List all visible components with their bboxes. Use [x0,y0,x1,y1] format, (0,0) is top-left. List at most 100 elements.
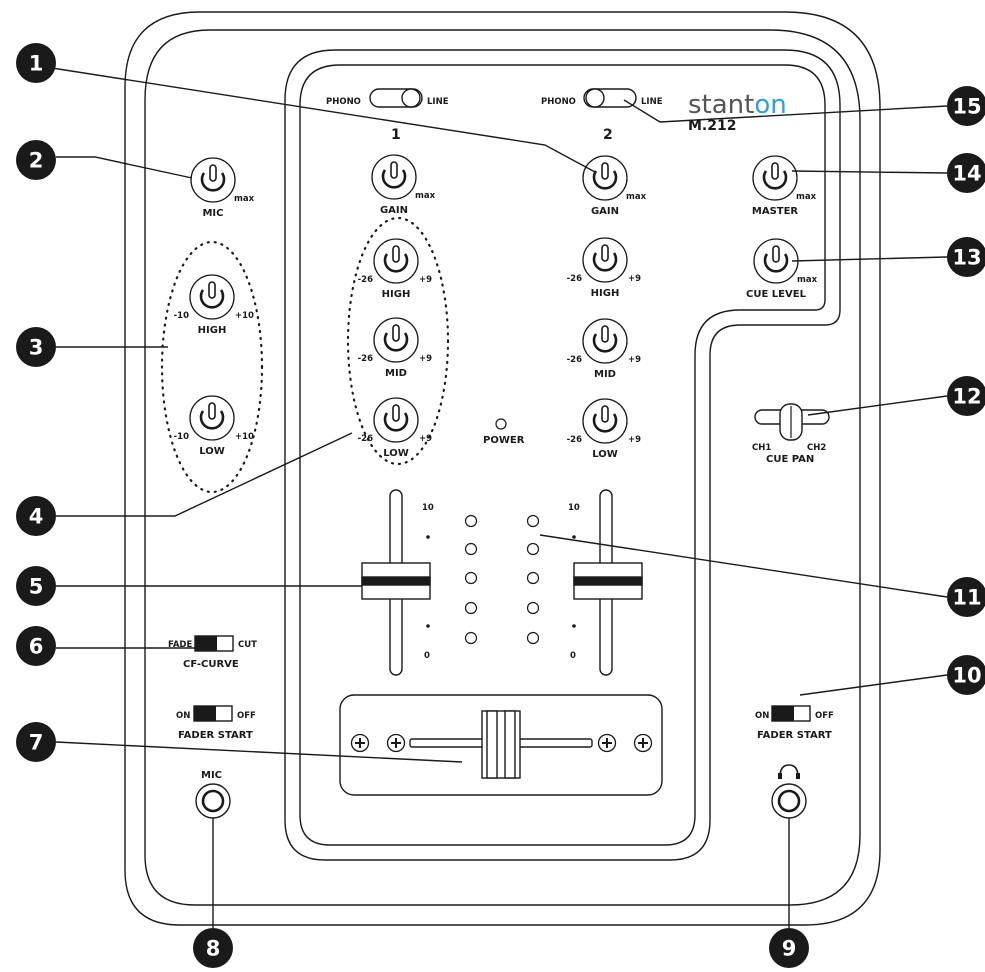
channel-2-fader[interactable] [573,489,643,676]
callout-7: 7 [16,722,463,763]
callout-badge [769,928,809,968]
crossfader-screws [350,733,653,753]
callout-number: 7 [29,731,44,755]
callout-10: 10 [799,655,985,696]
screw-icon [597,733,617,753]
svg-text:OFF: OFF [237,711,256,721]
callout-3: 3 [16,327,168,367]
channel-1-fader[interactable] [361,489,431,676]
knob-label: HIGH [198,325,227,336]
svg-text:ON: ON [176,711,190,721]
callout-8: 8 [193,818,233,968]
svg-text:0: 0 [570,651,576,661]
meter-led [464,571,478,585]
fader-scale-right: 10 0 [568,503,580,661]
svg-text:LINE: LINE [427,97,449,107]
knob-max-label: +9 [419,434,432,444]
knob-min-label: -26 [567,274,582,284]
knob-min-label: -26 [358,434,373,444]
callout-badge [947,577,985,617]
knob-min-label: -10 [174,432,189,442]
knob-min-label: -26 [567,435,582,445]
screw-icon [633,733,653,753]
callout-leader-line [539,534,948,598]
knob-mic-low[interactable]: LOW -10 +10 [174,395,254,457]
callout-number: 3 [29,336,44,360]
callout-number: 9 [782,937,797,961]
knob-label: LOW [592,449,618,460]
knob-min-label: -10 [174,311,189,321]
fader-start-switch-left[interactable]: ON OFF FADER START [176,705,256,741]
knob-ch2-high[interactable]: HIGH-26+9 [567,237,641,299]
svg-text:MIC: MIC [201,770,222,781]
cf-curve-switch[interactable]: FADE CUT CF-CURVE [168,635,257,670]
mic-jack[interactable]: MIC [195,770,231,819]
svg-text:10: 10 [422,503,434,513]
knob-label: CUE LEVEL [746,289,807,300]
svg-text:ON: ON [755,711,769,721]
callout-leader-line [791,170,948,174]
knob-ch1-high[interactable]: HIGH-26+9 [358,238,432,300]
knob-max-label: +10 [235,432,254,442]
knob-max-label: +9 [419,275,432,285]
svg-text:stanton: stanton [688,90,787,120]
callout-badge [16,496,56,536]
knob-max-label: +9 [419,354,432,364]
svg-text:CUE PAN: CUE PAN [766,454,814,465]
svg-text:CH1: CH1 [752,443,771,453]
callout-badge [947,153,985,193]
meter-led [526,631,540,645]
callout-number: 13 [952,246,981,270]
knob-ch1-low[interactable]: LOW -26 +9 [358,397,432,459]
headphone-jack[interactable] [771,764,807,819]
meter-led [464,542,478,556]
knob-label: LOW [199,446,225,457]
svg-text:FADER START: FADER START [178,730,253,741]
callout-badge [16,626,56,666]
callout-badge [947,237,985,277]
svg-text:POWER: POWER [483,435,525,446]
svg-text:PHONO: PHONO [326,97,361,107]
meter-led [464,631,478,645]
knob-max-label: max [415,191,436,201]
meter-led [526,514,540,528]
knob-mic-high[interactable]: HIGH-10+10 [174,274,254,336]
callout-number: 2 [29,149,44,173]
callout-badge [16,140,56,180]
cue-pan-slider[interactable]: CH1 CH2 CUE PAN [752,403,830,465]
callout-9: 9 [769,818,809,968]
phono-line-switch-1[interactable]: PHONO LINE [326,88,449,108]
svg-text:CH2: CH2 [807,443,826,453]
knob-label: HIGH [591,288,620,299]
callout-12: 12 [807,376,985,416]
knob-ch2-low[interactable]: LOW-26+9 [567,398,641,460]
knob-layer: MICmaxHIGH-10+10LOW-10+10GAINmaxHIGH-26+… [174,154,818,460]
callout-2: 2 [16,140,193,180]
knob-ch2-mid[interactable]: MID-26+9 [567,318,641,380]
knob-min-label: -26 [358,275,373,285]
callout-number: 4 [29,505,44,529]
crossfader[interactable] [409,710,593,779]
svg-text:FADER START: FADER START [757,730,832,741]
svg-text:PHONO: PHONO [541,97,576,107]
knob-ch1-mid[interactable]: MID-26+9 [358,317,432,379]
power-led: POWER [483,418,525,446]
callout-leader-line [56,156,193,179]
knob-label: LOW [383,448,409,459]
knob-label: MID [385,368,407,379]
callout-badge [193,928,233,968]
meter-led [526,571,540,585]
meter-led [464,601,478,615]
callout-badge [947,86,985,126]
fader-start-switch-right[interactable]: ON OFF FADER START [755,705,834,741]
phono-line-switch-2[interactable]: PHONO LINE [541,88,663,108]
knob-label: GAIN [591,206,619,217]
callout-leader-line [56,432,353,517]
callout-leader-line [799,674,948,696]
